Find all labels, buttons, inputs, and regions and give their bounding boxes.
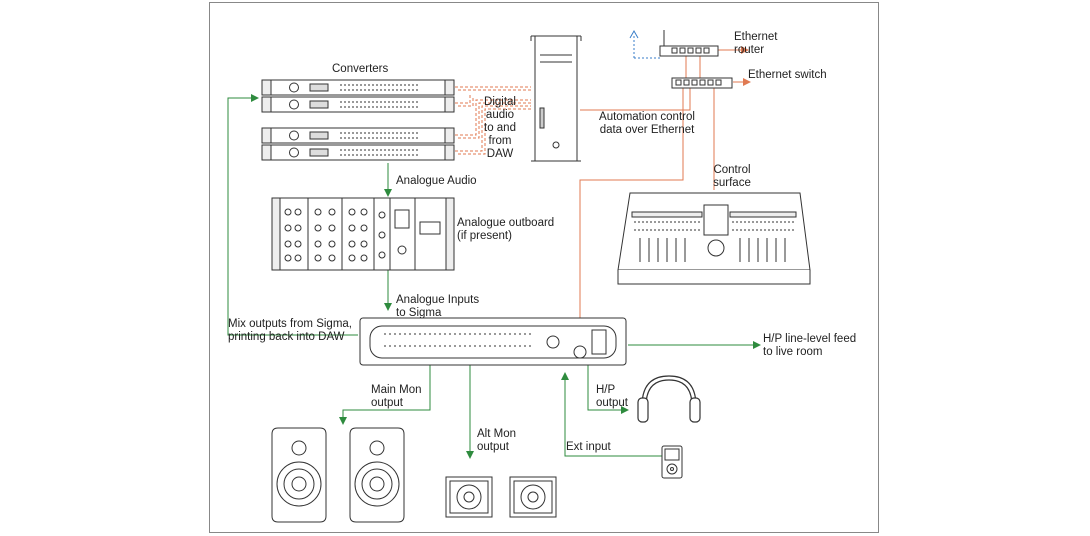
ethernet-switch-label: Ethernet switch — [748, 69, 827, 81]
analogue-outboard-rack — [271, 197, 455, 271]
speaker-right — [349, 427, 405, 523]
analogue-connections — [227, 94, 761, 459]
converter-unit — [261, 127, 455, 144]
speaker-left — [271, 427, 327, 523]
ethernet-switch-icon — [671, 77, 733, 89]
automation-label: Automation control data over Ethernet — [599, 111, 695, 136]
sigma-summing-mixer — [359, 317, 627, 366]
main-monitor-speakers — [271, 427, 405, 523]
analogue-audio-label: Analogue Audio — [396, 175, 477, 187]
ethernet-router-label: Ethernet router — [734, 31, 778, 56]
ethernet-router-icon — [659, 30, 719, 57]
alt-speaker-left — [445, 476, 493, 518]
analogue-inputs-label: Analogue Inputs to Sigma — [396, 294, 480, 319]
hp-feed-label: H/P line-level feed to live room — [763, 333, 857, 358]
analogue-outboard-label: Analogue outboard (if present) — [457, 217, 555, 242]
converter-rack-group — [261, 79, 455, 161]
converter-unit — [261, 96, 455, 113]
headphones-icon — [637, 375, 701, 423]
hp-output-label: H/P output — [596, 384, 628, 409]
digital-audio-label: Digital audio to and from DAW — [484, 96, 516, 160]
main-mon-label: Main Mon output — [371, 384, 422, 409]
converters-label: Converters — [332, 63, 389, 75]
control-surface-label: Control surface — [713, 164, 751, 189]
ext-input-label: Ext input — [566, 441, 611, 453]
digital-connections — [455, 46, 751, 318]
control-surface-icon — [617, 192, 811, 285]
mix-outputs-label: Mix outputs from Sigma, printing back in… — [228, 318, 352, 343]
alt-monitor-speakers — [445, 476, 557, 518]
tower-computer-icon — [530, 35, 582, 162]
alt-speaker-right — [509, 476, 557, 518]
diagram-frame — [209, 2, 879, 533]
alt-mon-label: Alt Mon output — [477, 428, 516, 453]
ipod-icon — [661, 445, 683, 479]
converter-unit — [261, 144, 455, 161]
converter-unit — [261, 79, 455, 96]
